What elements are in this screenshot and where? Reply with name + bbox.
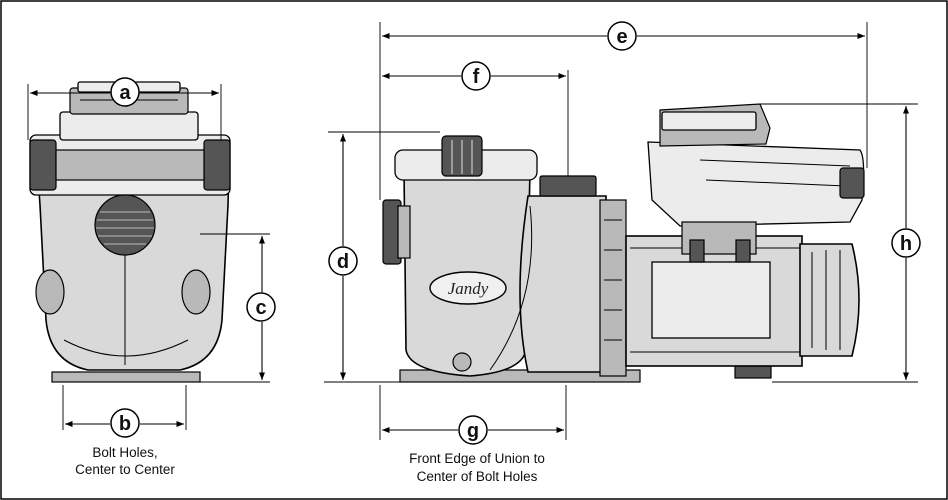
- dimension-g: g Front Edge of Union to Center of Bolt …: [379, 385, 567, 484]
- dimension-b: b Bolt Holes, Center to Center: [62, 385, 187, 477]
- label-h: h: [900, 233, 912, 255]
- label-g: g: [467, 420, 479, 442]
- caption-front-edge-line1: Front Edge of Union to: [409, 451, 545, 466]
- label-b: b: [119, 413, 131, 435]
- label-a: a: [119, 82, 131, 104]
- brand-logo: Jandy: [448, 279, 489, 298]
- dimension-d: d: [324, 131, 440, 383]
- label-f: f: [473, 66, 480, 88]
- caption-front-edge-line2: Center of Bolt Holes: [417, 469, 538, 484]
- pump-front-view: [29, 81, 231, 383]
- dimension-e: e: [379, 21, 868, 200]
- caption-bolt-holes-line2: Center to Center: [75, 462, 175, 477]
- dimension-h: h: [760, 103, 921, 383]
- label-e: e: [616, 26, 627, 48]
- dimension-a: a: [27, 77, 222, 140]
- dimension-c: c: [200, 233, 276, 383]
- label-d: d: [337, 251, 349, 273]
- label-c: c: [255, 297, 266, 319]
- pump-side-view: Jandy: [382, 103, 865, 383]
- dimension-f: f: [382, 61, 569, 176]
- caption-bolt-holes-line1: Bolt Holes,: [92, 445, 157, 460]
